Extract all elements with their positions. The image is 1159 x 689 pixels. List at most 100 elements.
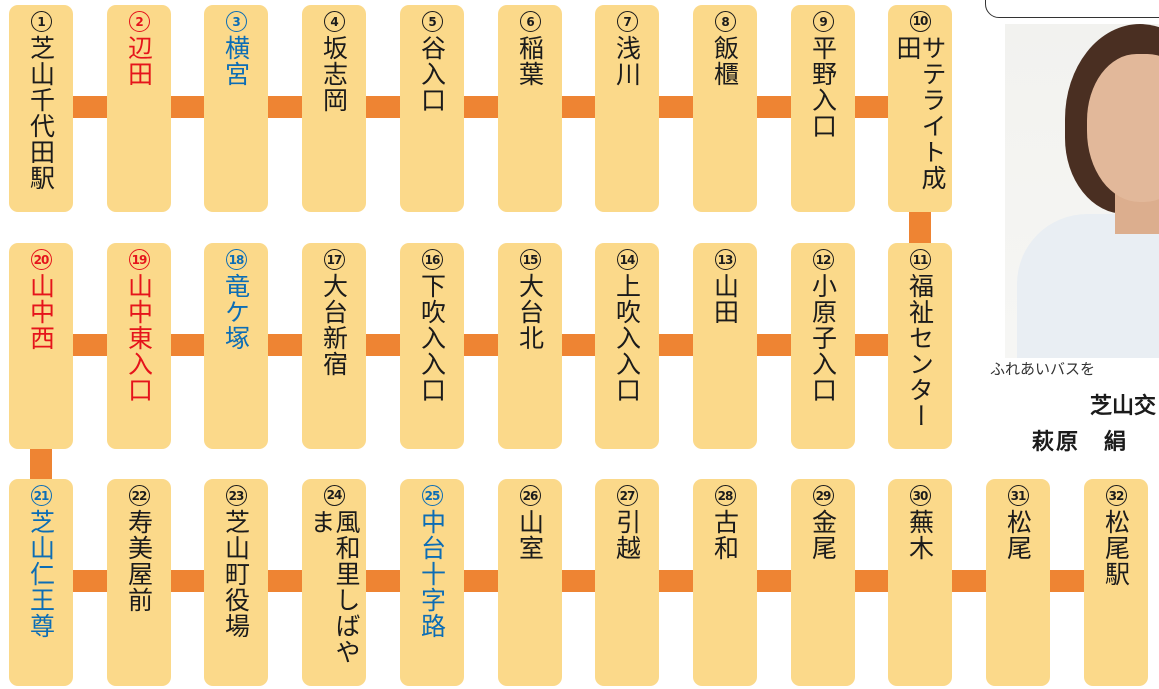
- bus-stop-30: 30 蕪木: [888, 479, 952, 686]
- route-connector: [753, 570, 795, 592]
- route-connector: [558, 570, 600, 592]
- bus-stop-15: 15 大台北: [498, 243, 562, 449]
- person-name: 萩原 絹: [1032, 430, 1129, 455]
- photo-caption: ふれあいバスを: [990, 360, 1096, 378]
- stop-name: 松尾: [1003, 509, 1033, 561]
- stop-name: 大台新宿: [319, 273, 349, 377]
- stop-number: 16: [421, 249, 443, 270]
- route-connector: [655, 570, 697, 592]
- bus-stop-31: 31 松尾: [986, 479, 1050, 686]
- stop-number: 28: [714, 485, 736, 506]
- route-connector: [362, 570, 404, 592]
- stop-number: 20: [30, 249, 52, 270]
- stop-name: 飯櫃: [710, 35, 740, 87]
- bus-stop-11: 11 福祉センター: [888, 243, 952, 449]
- stop-name: 上吹入入口: [612, 273, 642, 403]
- route-connector: [851, 334, 893, 356]
- stop-number: 1: [30, 11, 52, 32]
- stop-name: 松尾駅: [1101, 509, 1131, 587]
- stop-number: 29: [812, 485, 834, 506]
- bus-stop-28: 28 古和: [693, 479, 757, 686]
- portrait-photo: [1005, 24, 1159, 358]
- route-connector: [558, 334, 600, 356]
- stop-number: 15: [519, 249, 541, 270]
- route-connector: [69, 334, 111, 356]
- stop-number: 30: [909, 485, 931, 506]
- office-name: 芝山交: [1090, 394, 1157, 419]
- stop-number: 6: [519, 11, 541, 32]
- route-connector: [362, 96, 404, 118]
- stop-number: 11: [909, 249, 931, 270]
- stop-number: 22: [128, 485, 150, 506]
- stop-name: 芝山千代田駅: [26, 35, 56, 191]
- route-connector: [460, 570, 502, 592]
- stop-name: 平野入口: [808, 35, 838, 139]
- stop-number: 31: [1007, 485, 1029, 506]
- bus-stop-22: 22 寿美屋前: [107, 479, 171, 686]
- stop-name: 山田: [710, 273, 740, 325]
- route-connector: [851, 96, 893, 118]
- stop-number: 25: [421, 485, 443, 506]
- bus-stop-4: 4 坂志岡: [302, 5, 366, 212]
- stop-number: 7: [616, 11, 638, 32]
- bus-stop-5: 5 谷入口: [400, 5, 464, 212]
- route-connector: [264, 96, 306, 118]
- stop-name: 山中東入口: [124, 273, 154, 403]
- stop-number: 24: [323, 485, 345, 506]
- stop-number: 9: [812, 11, 834, 32]
- stop-name: 山室: [515, 509, 545, 561]
- stop-name: 寿美屋前: [124, 509, 154, 613]
- route-connector: [948, 570, 990, 592]
- stop-name: 谷入口: [417, 35, 447, 113]
- route-connector: [167, 334, 209, 356]
- bus-stop-7: 7 浅川: [595, 5, 659, 212]
- stop-number: 4: [323, 11, 345, 32]
- stop-number: 2: [128, 11, 150, 32]
- stop-name: 横宮: [221, 35, 251, 87]
- stop-name: 坂志岡: [319, 35, 349, 113]
- stop-name: 引越: [612, 509, 642, 561]
- route-connector: [264, 570, 306, 592]
- stop-name: 浅川: [612, 35, 642, 87]
- stop-name: 芝山町役場: [221, 509, 251, 639]
- stop-name: 金尾: [808, 509, 838, 561]
- bus-stop-8: 8 飯櫃: [693, 5, 757, 212]
- route-connector: [753, 334, 795, 356]
- stop-number: 32: [1105, 485, 1127, 506]
- bus-stop-13: 13 山田: [693, 243, 757, 449]
- stop-number: 10: [909, 11, 931, 32]
- stop-name: 古和: [710, 509, 740, 561]
- stop-number: 12: [812, 249, 834, 270]
- route-connector: [655, 96, 697, 118]
- stop-name: 下吹入入口: [417, 273, 447, 403]
- stop-number: 21: [30, 485, 52, 506]
- route-connector: [460, 334, 502, 356]
- bus-stop-27: 27 引越: [595, 479, 659, 686]
- bus-stop-20: 20 山中西: [9, 243, 73, 449]
- stop-number: 5: [421, 11, 443, 32]
- stop-number: 13: [714, 249, 736, 270]
- route-connector: [909, 208, 931, 247]
- stop-number: 14: [616, 249, 638, 270]
- bus-stop-1: 1 芝山千代田駅: [9, 5, 73, 212]
- stop-name: 大台北: [515, 273, 545, 351]
- stop-number: 27: [616, 485, 638, 506]
- stop-number: 8: [714, 11, 736, 32]
- stop-name: 福祉センター: [905, 273, 935, 429]
- stop-name: 蕪木: [905, 509, 935, 561]
- stop-number: 18: [225, 249, 247, 270]
- route-connector: [851, 570, 893, 592]
- route-connector: [362, 334, 404, 356]
- stop-name: 山中西: [26, 273, 56, 351]
- route-connector: [30, 445, 52, 483]
